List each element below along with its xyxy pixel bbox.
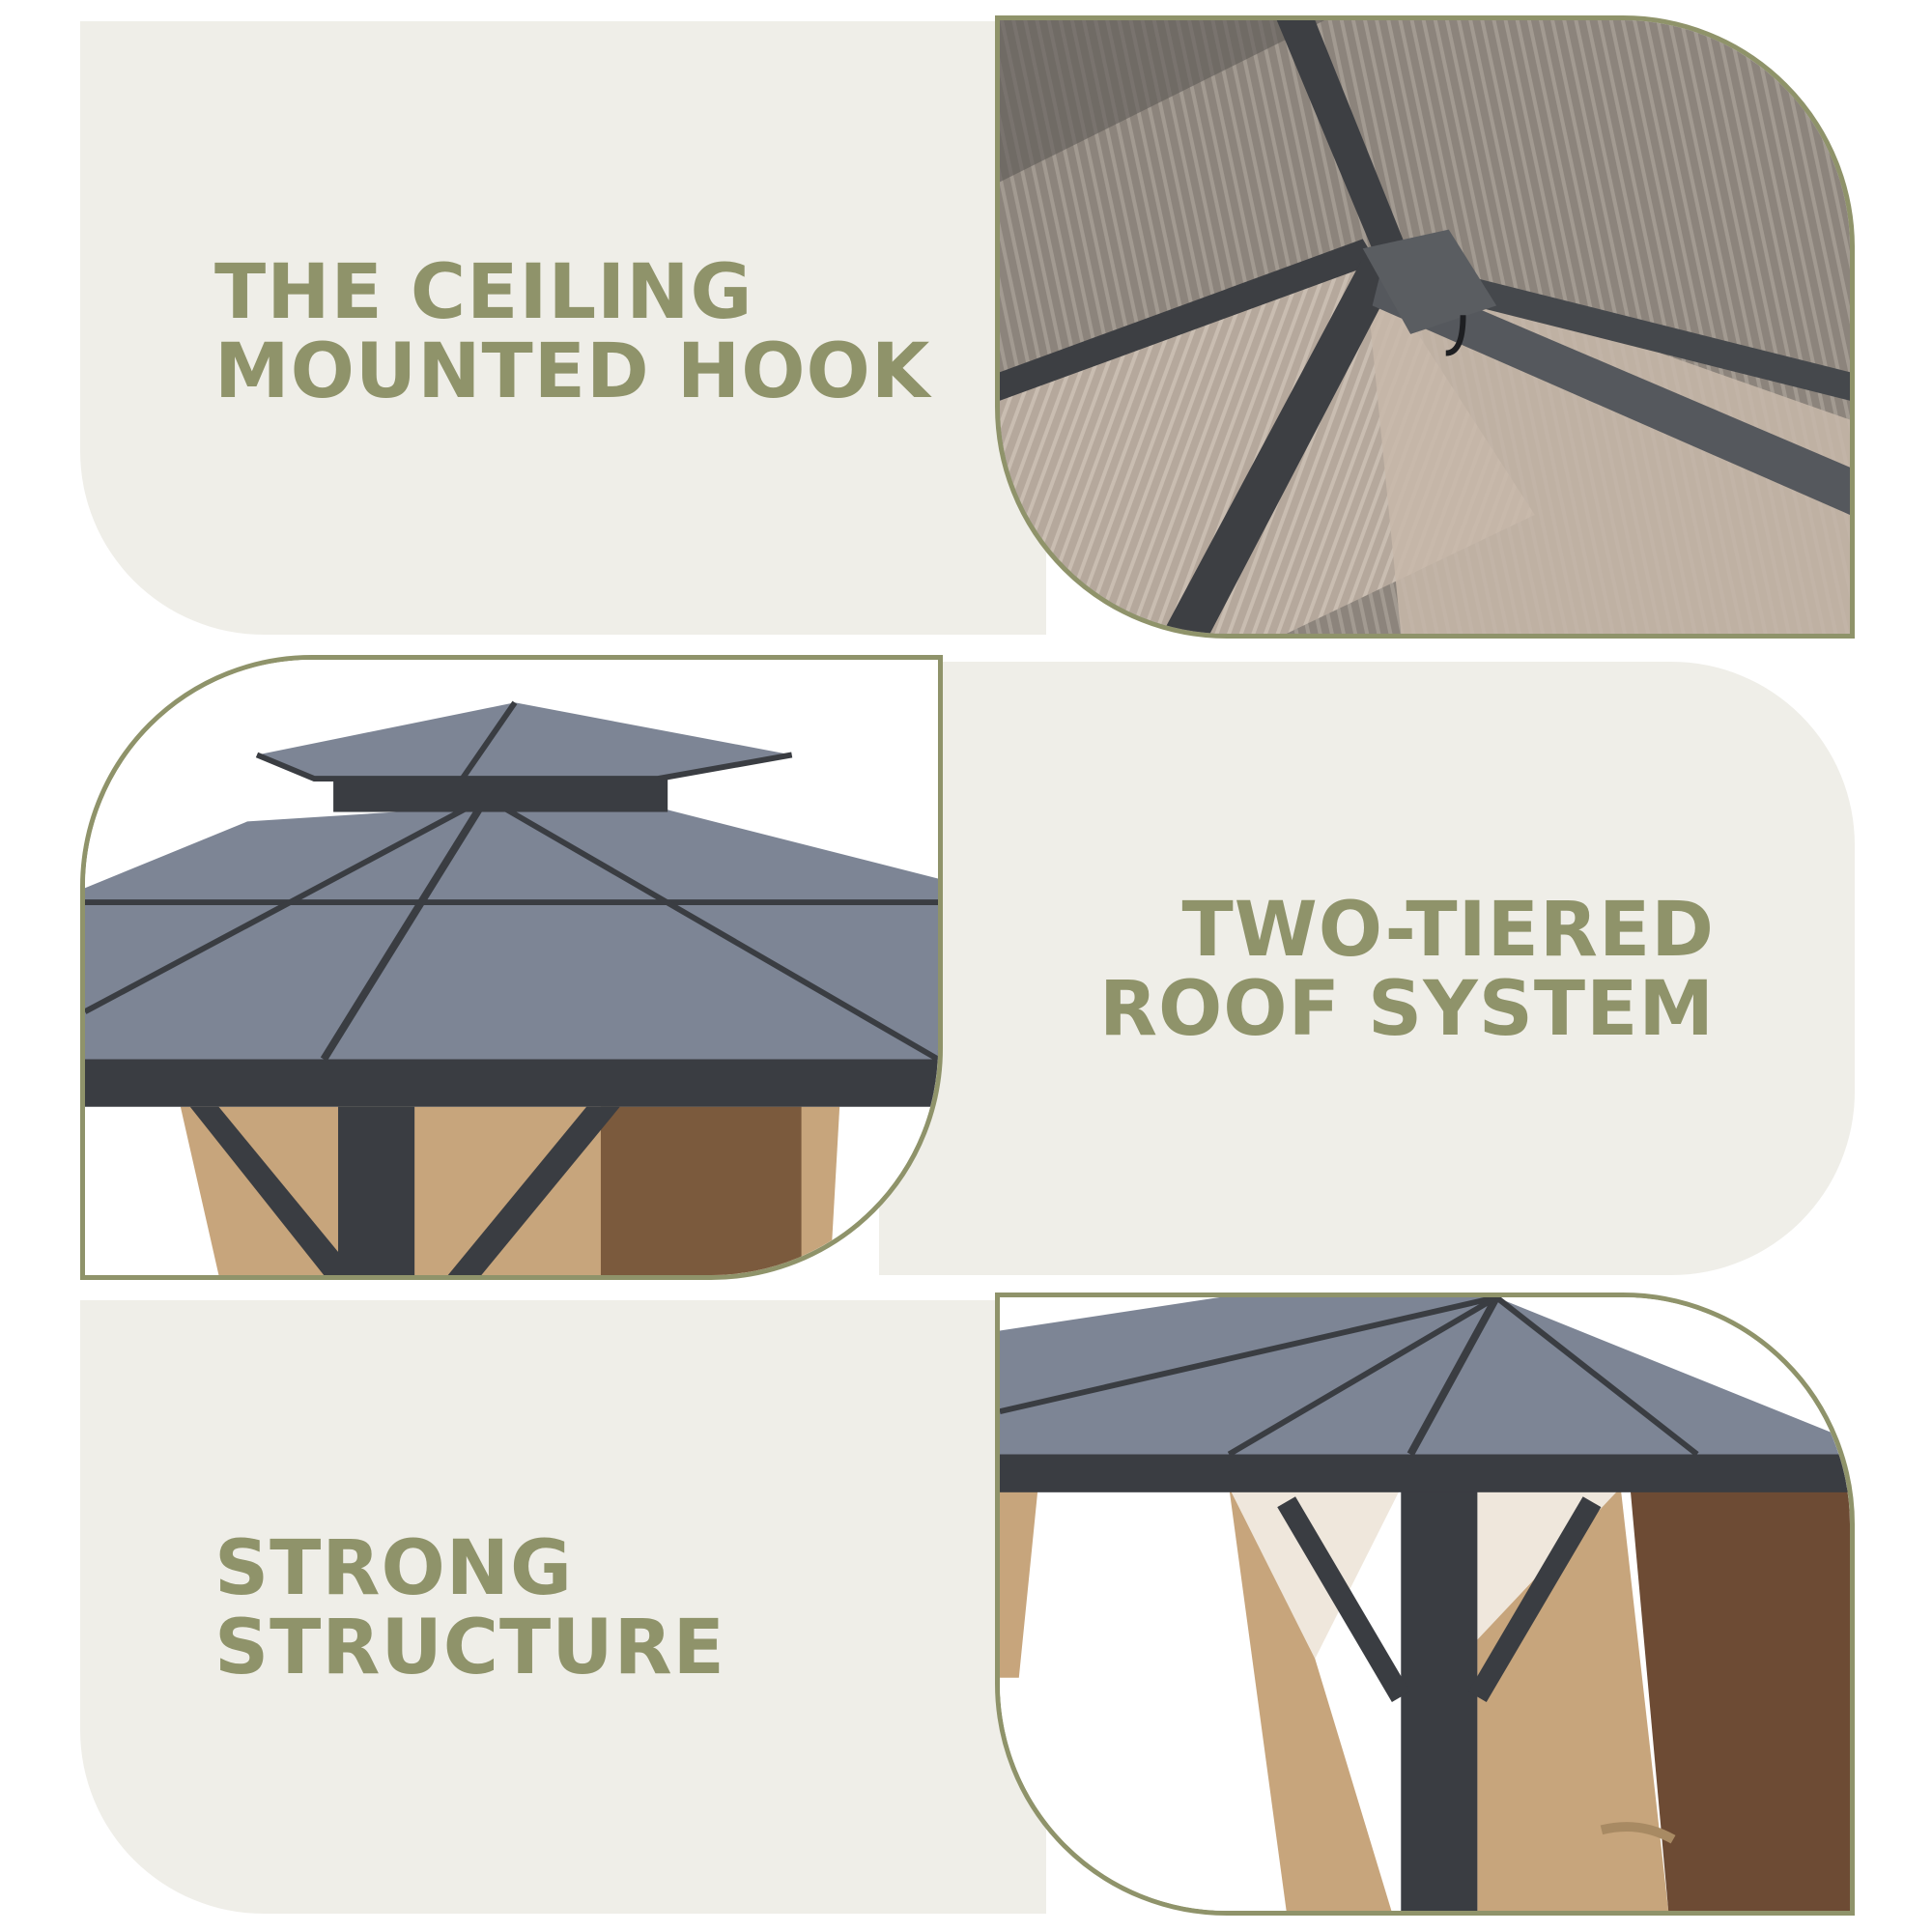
- section-1-line-1: THE CEILING: [214, 249, 753, 336]
- section-3-line-2: STRUCTURE: [214, 1605, 725, 1691]
- two-tier-roof-photo: [80, 655, 943, 1280]
- ceiling-hook-illustration: [1000, 20, 1850, 634]
- two-tier-roof-illustration: [85, 660, 938, 1275]
- section-2-heading: TWO-TIERED ROOF SYSTEM: [1099, 891, 1715, 1049]
- section-3-line-1: STRONG: [214, 1525, 574, 1612]
- section-2-line-2: ROOF SYSTEM: [1098, 966, 1715, 1053]
- section-1-heading: THE CEILING MOUNTED HOOK: [214, 253, 930, 412]
- section-3-panel: [80, 1300, 1046, 1914]
- section-1-panel: [80, 21, 1046, 635]
- section-3-heading: STRONG STRUCTURE: [214, 1529, 725, 1688]
- section-2-line-1: TWO-TIERED: [1181, 887, 1715, 974]
- ceiling-hook-photo: [995, 15, 1855, 639]
- gazebo-corner-photo: [995, 1293, 1855, 1916]
- section-2-panel: [879, 662, 1855, 1275]
- section-1-line-2: MOUNTED HOOK: [214, 328, 931, 415]
- gazebo-corner-illustration: [1000, 1297, 1850, 1911]
